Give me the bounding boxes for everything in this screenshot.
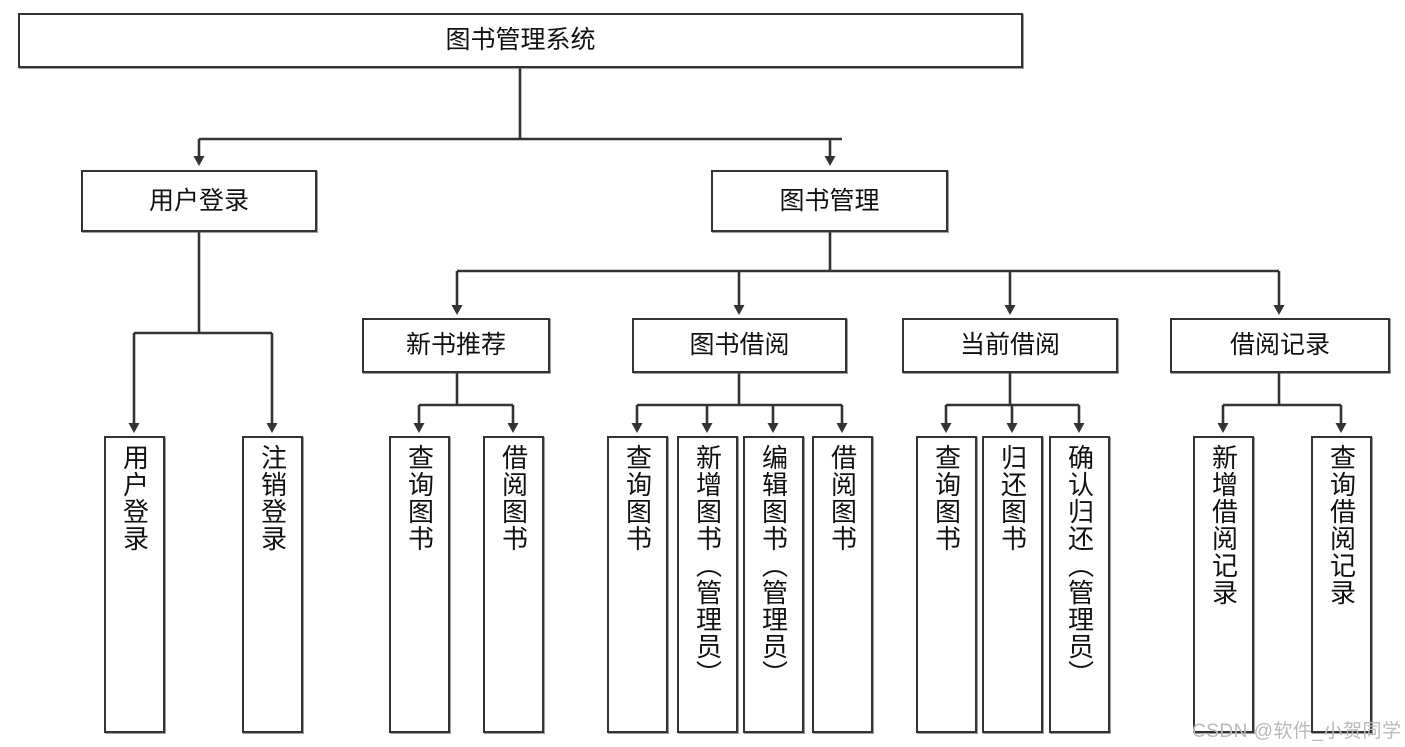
node-leaf-add-borrow-record-label: 新增借阅记录 xyxy=(1208,444,1239,606)
node-user-login[interactable]: 用户登录 xyxy=(81,170,317,232)
node-leaf-confirm-return[interactable]: 确认归还（管理员） xyxy=(1049,436,1110,733)
node-leaf-return-book-label: 归还图书 xyxy=(997,444,1028,552)
node-new-book-recommend[interactable]: 新书推荐 xyxy=(362,318,550,373)
node-leaf-add-borrow-record[interactable]: 新增借阅记录 xyxy=(1193,436,1254,733)
node-leaf-query-book-current[interactable]: 查询图书 xyxy=(916,436,977,733)
node-root-label: 图书管理系统 xyxy=(445,26,596,55)
node-leaf-borrow-book[interactable]: 借阅图书 xyxy=(812,436,873,733)
node-leaf-add-book[interactable]: 新增图书（管理员） xyxy=(677,436,738,733)
node-leaf-query-book-recommend[interactable]: 查询图书 xyxy=(389,436,450,733)
node-book-borrow-label: 图书借阅 xyxy=(689,331,790,360)
node-leaf-borrow-book-recommend[interactable]: 借阅图书 xyxy=(483,436,544,733)
node-user-login-label: 用户登录 xyxy=(148,186,249,215)
node-leaf-borrow-book-recommend-label: 借阅图书 xyxy=(498,444,529,552)
node-book-management-label: 图书管理 xyxy=(779,186,880,215)
node-leaf-query-borrow-record[interactable]: 查询借阅记录 xyxy=(1311,436,1372,733)
node-current-borrow[interactable]: 当前借阅 xyxy=(902,318,1118,373)
node-leaf-confirm-return-label: 确认归还（管理员） xyxy=(1064,444,1095,687)
node-borrow-record[interactable]: 借阅记录 xyxy=(1170,318,1390,373)
node-leaf-logout-label: 注销登录 xyxy=(257,444,288,552)
csdn-watermark: CSDN @软件_小贺同学 xyxy=(1192,721,1402,742)
node-leaf-query-borrow-record-label: 查询借阅记录 xyxy=(1326,444,1357,606)
node-borrow-record-label: 借阅记录 xyxy=(1229,331,1330,360)
node-leaf-add-book-label: 新增图书（管理员） xyxy=(692,444,723,687)
node-book-borrow[interactable]: 图书借阅 xyxy=(632,318,847,373)
node-leaf-query-book-borrow[interactable]: 查询图书 xyxy=(607,436,668,733)
node-book-management[interactable]: 图书管理 xyxy=(711,170,948,232)
node-leaf-edit-book-label: 编辑图书（管理员） xyxy=(758,444,789,687)
node-leaf-user-login-label: 用户登录 xyxy=(119,444,150,552)
node-root[interactable]: 图书管理系统 xyxy=(18,13,1023,68)
node-leaf-logout[interactable]: 注销登录 xyxy=(242,436,303,733)
node-current-borrow-label: 当前借阅 xyxy=(959,331,1060,360)
node-leaf-return-book[interactable]: 归还图书 xyxy=(982,436,1043,733)
node-leaf-user-login[interactable]: 用户登录 xyxy=(104,436,165,733)
node-leaf-borrow-book-label: 借阅图书 xyxy=(827,444,858,552)
node-leaf-query-book-recommend-label: 查询图书 xyxy=(404,444,435,552)
node-leaf-edit-book[interactable]: 编辑图书（管理员） xyxy=(743,436,804,733)
node-leaf-query-book-borrow-label: 查询图书 xyxy=(622,444,653,552)
node-leaf-query-book-current-label: 查询图书 xyxy=(931,444,962,552)
node-new-book-recommend-label: 新书推荐 xyxy=(405,331,506,360)
